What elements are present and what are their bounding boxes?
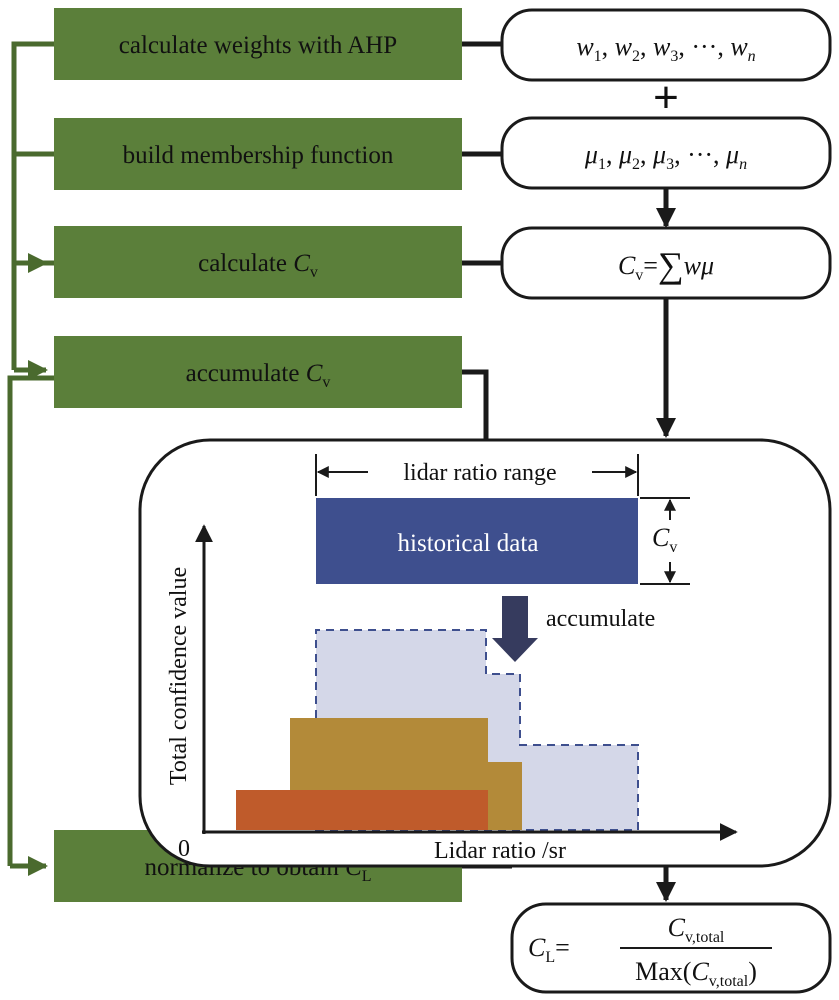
layer-gold-step (488, 762, 522, 830)
origin-label: 0 (178, 836, 190, 862)
range-label: lidar ratio range (403, 460, 556, 486)
formula-cl-numerator: Cv,total (668, 913, 725, 946)
formula-cv: Cv=∑wμ (618, 245, 714, 285)
historical-data-label: historical data (398, 530, 539, 557)
formula-cl-denominator: Max(Cv,total) (635, 957, 757, 990)
formula-boxes: w1, w2, w3, ···, wn + μ1, μ2, μ3, ···, μ… (500, 8, 832, 438)
step-box-accumulate-cv (54, 336, 462, 408)
accumulate-label: accumulate (546, 606, 655, 632)
accumulate-arrow (492, 596, 538, 662)
formula-box-weights (500, 8, 832, 82)
step-label-membership: build membership function (123, 142, 394, 169)
step-box-ahp (54, 8, 462, 80)
formula-cl-lhs: CL= (528, 933, 570, 966)
accumulation-panel: lidar ratio range historical data Cv acc… (138, 438, 832, 868)
formula-weights: w1, w2, w3, ···, wn (576, 32, 755, 65)
step-label-accumulate-cv: accumulate Cv (186, 360, 331, 391)
left-connector (7, 41, 54, 876)
plus-sign: + (653, 73, 679, 122)
layer-red (236, 790, 488, 830)
height-label: Cv (652, 523, 677, 556)
y-axis-label: Total confidence value (166, 567, 192, 785)
historical-data-bar (316, 498, 638, 584)
formula-membership: μ1, μ2, μ3, ···, μn (584, 140, 747, 173)
step-label-ahp: calculate weights with AHP (119, 32, 397, 59)
step-box-membership (54, 118, 462, 190)
step-box-calculate-cv (54, 226, 462, 298)
x-axis-label: Lidar ratio /sr (434, 838, 566, 864)
step-label-calculate-cv: calculate Cv (198, 250, 318, 281)
